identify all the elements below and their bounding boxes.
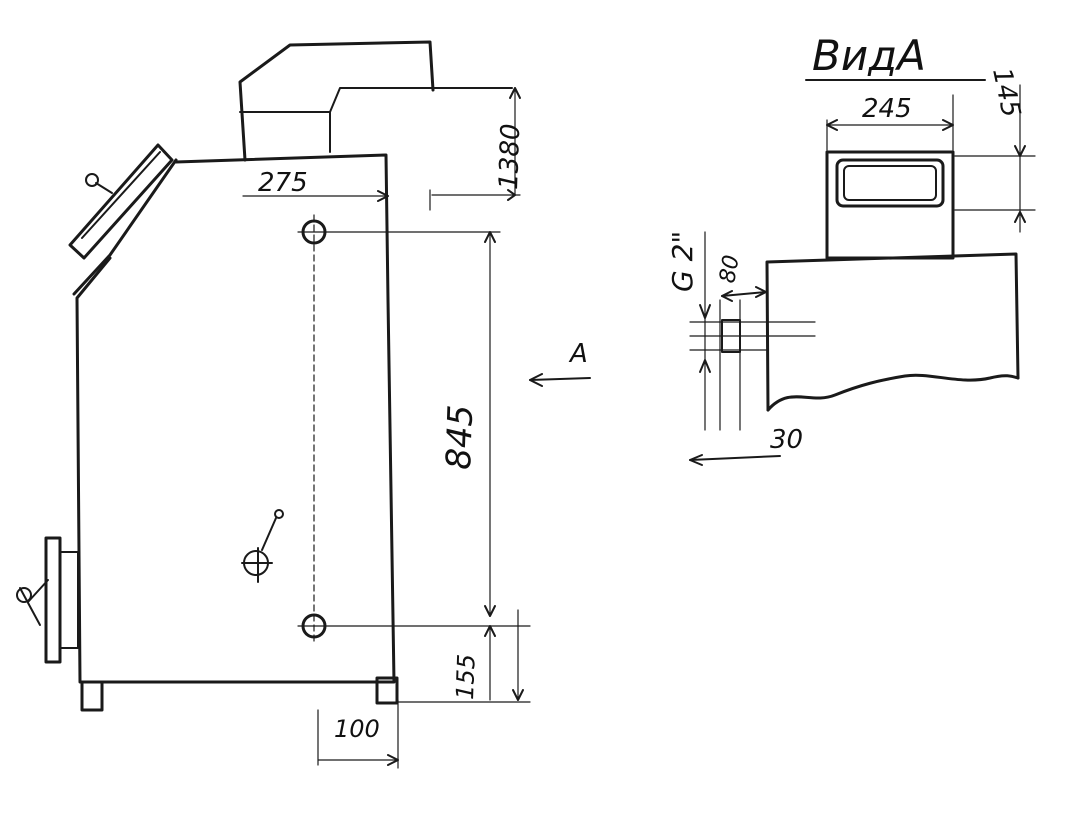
top-door: [68, 143, 174, 260]
front-slant-panel: [72, 158, 178, 296]
dim-245-label: 245: [862, 94, 912, 124]
dim-100-label: 100: [334, 715, 380, 743]
dim-155-label: 155: [451, 653, 481, 700]
dim-275-label: 275: [258, 168, 308, 198]
dim-1380-label: 1380: [494, 123, 526, 190]
boiler-side-view: [16, 40, 531, 712]
flue-inner-line: [239, 111, 331, 153]
break-line: [766, 373, 1020, 412]
side-view-dimensions: [242, 87, 591, 769]
dim-g2-label: G 2": [666, 231, 699, 292]
safety-valve: [241, 509, 284, 583]
view-a-dimensions: [689, 84, 1036, 466]
view-arrow-label: A: [568, 339, 588, 369]
flue-opening: [835, 158, 945, 208]
dim-145-label: 145: [986, 65, 1026, 120]
flue-outlet: [329, 87, 513, 113]
boiler-foot-front: [80, 680, 104, 712]
dim-845-label: 845: [439, 404, 481, 470]
view-a-drawing: [689, 79, 1020, 431]
dim-30-label: 30: [770, 425, 803, 455]
boiler-body-outline: [75, 153, 396, 684]
boiler-foot-rear: [375, 676, 399, 705]
dim-80-label: 80: [715, 253, 744, 285]
view-a-body: [765, 252, 1020, 412]
view-a-title: ВидА: [812, 31, 926, 80]
lower-front-door: [16, 536, 79, 664]
flue-pipe: [238, 40, 435, 162]
